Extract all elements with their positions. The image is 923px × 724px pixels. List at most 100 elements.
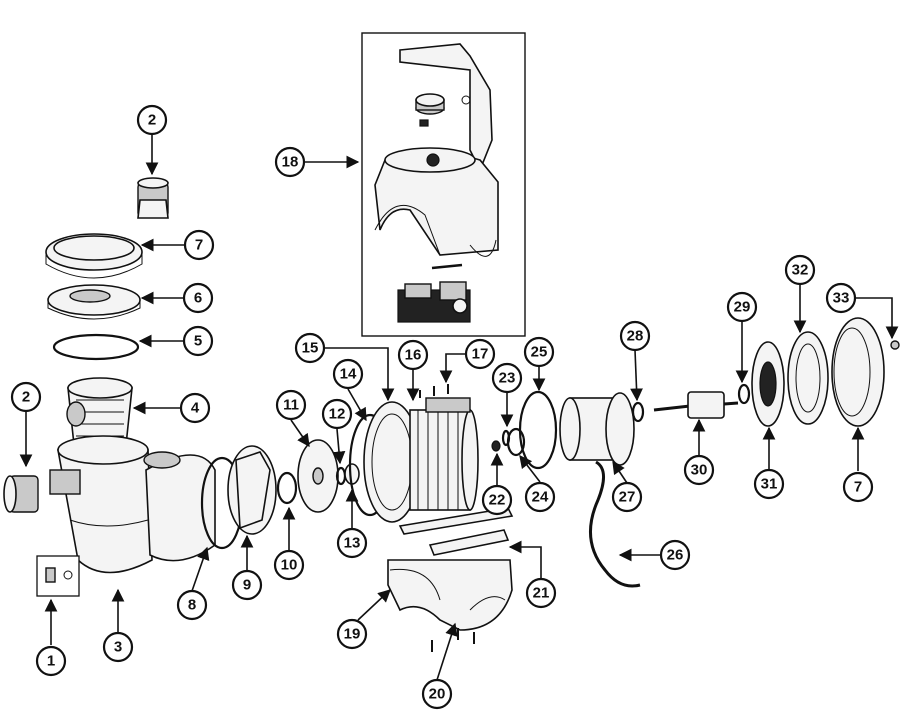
callout-number: 14 [340, 366, 357, 383]
callout-c17: 17 [464, 338, 496, 370]
callout-circle [842, 471, 874, 503]
callout-circle [619, 320, 651, 352]
callout-c4: 4 [179, 392, 211, 424]
diffuser [227, 445, 277, 535]
callout-c6: 6 [182, 282, 214, 314]
callout-number: 31 [761, 476, 778, 493]
callout-c14: 14 [332, 358, 364, 390]
callout-circle [491, 362, 523, 394]
callout-circle [397, 339, 429, 371]
callout-number: 9 [243, 577, 251, 594]
callout-c13: 13 [336, 527, 368, 559]
lid-locking-ring-top [45, 233, 143, 279]
callout-number: 1 [47, 653, 55, 670]
callout-c3: 3 [102, 631, 134, 663]
callout-number: 2 [148, 112, 156, 129]
callout-circle [611, 481, 643, 513]
callout-number: 32 [792, 262, 809, 279]
callout-c31: 31 [753, 468, 785, 500]
callout-number: 22 [489, 492, 506, 509]
callout-c18: 18 [274, 146, 306, 178]
nut [491, 440, 501, 452]
callout-circle [523, 336, 555, 368]
callout-c5: 5 [182, 325, 214, 357]
callout-c24: 24 [524, 481, 556, 513]
callout-number: 13 [344, 535, 361, 552]
callout-number: 2 [22, 389, 30, 406]
bearing-washer [631, 401, 645, 423]
callout-circle [481, 484, 513, 516]
callout-number: 28 [627, 328, 644, 345]
callout-circle [336, 527, 368, 559]
motor-stator [409, 397, 479, 511]
callout-circle [784, 254, 816, 286]
leader-lines [19, 134, 899, 681]
callout-number: 7 [195, 237, 203, 254]
callout-circle [274, 146, 306, 178]
callout-circle [182, 325, 214, 357]
callout-circle [10, 381, 42, 413]
callout-c2a: 2 [10, 381, 42, 413]
callout-number: 6 [194, 290, 202, 307]
callout-c26: 26 [659, 539, 691, 571]
callout-number: 11 [283, 397, 299, 414]
strainer-lid [47, 284, 141, 320]
rotor-housing [559, 392, 635, 466]
callout-c27: 27 [611, 481, 643, 513]
callout-number: 15 [302, 340, 319, 357]
callout-c15: 15 [294, 332, 326, 364]
callout-c28: 28 [619, 320, 651, 352]
callout-circle [183, 229, 215, 261]
callout-number: 29 [734, 299, 751, 316]
lid-o-ring [52, 333, 140, 361]
callout-number: 12 [329, 406, 346, 423]
callout-c8: 8 [176, 589, 208, 621]
callout-number: 8 [188, 597, 196, 614]
motor-base [387, 559, 513, 631]
base-screws [431, 628, 475, 652]
callout-c20: 20 [421, 678, 453, 710]
screws [419, 384, 449, 398]
callout-circle [332, 358, 364, 390]
callout-circle [182, 282, 214, 314]
callout-circle [294, 332, 326, 364]
callout-c7b: 7 [842, 471, 874, 503]
callout-c12: 12 [321, 398, 353, 430]
washer-24 [506, 427, 526, 457]
callout-circle [136, 104, 168, 136]
callout-number: 21 [533, 585, 550, 602]
rear-cover [831, 317, 885, 427]
callout-circle [524, 481, 556, 513]
callout-number: 3 [114, 639, 122, 656]
callout-number: 23 [499, 370, 516, 387]
callout-circle [176, 589, 208, 621]
callout-c22: 22 [481, 484, 513, 516]
callout-circle [525, 577, 557, 609]
callout-number: 10 [281, 557, 298, 574]
callout-number: 19 [344, 626, 361, 643]
drain-plug-inset [36, 555, 80, 597]
callout-number: 18 [282, 154, 299, 171]
callout-number: 24 [532, 489, 549, 506]
callout-c19: 19 [336, 618, 368, 650]
callout-circle [683, 454, 715, 486]
callout-number: 16 [405, 347, 422, 364]
callout-circle [753, 468, 785, 500]
callout-circle [231, 569, 263, 601]
callout-circle [421, 678, 453, 710]
callout-number: 26 [667, 547, 684, 564]
callout-c11: 11 [275, 389, 307, 421]
seal-plate [363, 401, 421, 523]
callout-c32: 32 [784, 254, 816, 286]
callout-c10: 10 [273, 549, 305, 581]
callout-circle [275, 389, 307, 421]
callout-c7a: 7 [183, 229, 215, 261]
callout-circle [726, 291, 758, 323]
power-cable [588, 460, 641, 588]
pump-body [49, 435, 216, 574]
rotor-shaft [653, 391, 739, 419]
rotor-o-ring [518, 390, 558, 470]
union-fitting-top [137, 177, 169, 219]
callout-circle [35, 645, 67, 677]
